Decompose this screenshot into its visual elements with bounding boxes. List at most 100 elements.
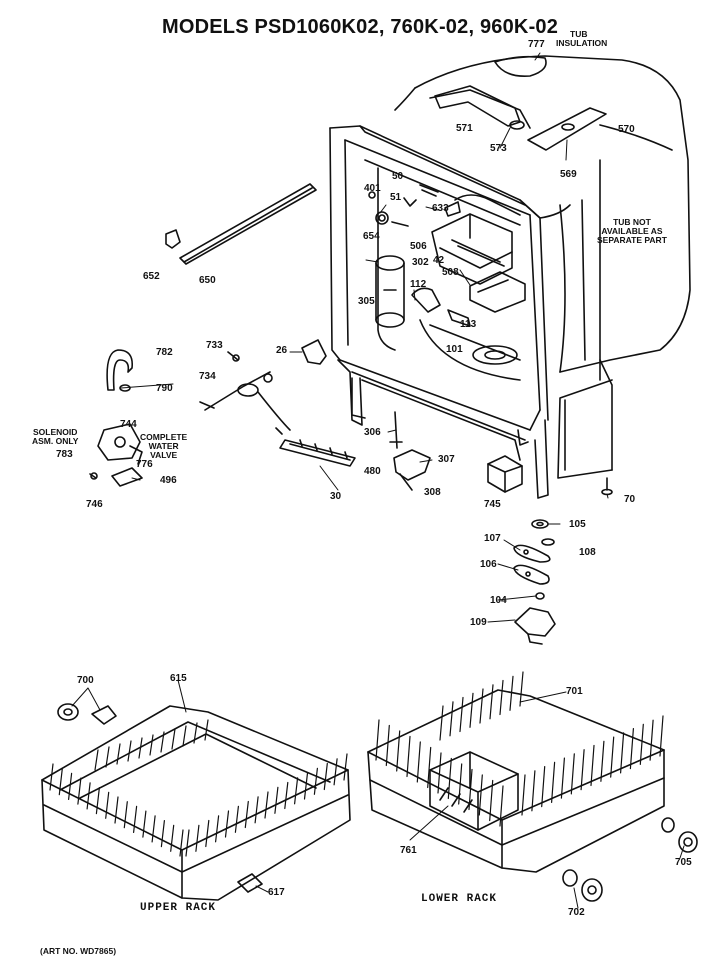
- rack-tine: [478, 774, 483, 816]
- note-solenoid: SOLENOID ASM. ONLY: [32, 428, 78, 446]
- rack-tine: [659, 715, 664, 757]
- note-line: TUB NOT: [613, 217, 651, 227]
- part-label-571: 571: [456, 123, 473, 134]
- rack-tine: [170, 824, 175, 852]
- note-line: ASM. ONLY: [32, 436, 79, 446]
- rack-tine: [639, 723, 644, 765]
- page-title: MODELS PSD1060K02, 760K-02, 960K-02: [162, 16, 559, 38]
- rack-tine: [469, 692, 474, 728]
- part-label-101: 101: [446, 344, 463, 355]
- rack-tine: [138, 737, 143, 759]
- part-label-761: 761: [400, 845, 417, 856]
- part-label-650: 650: [199, 275, 216, 286]
- part-label-108-upper: 108: [579, 547, 596, 558]
- rack-tine: [499, 679, 504, 716]
- rack-tine: [570, 753, 575, 795]
- rack-tine: [160, 820, 165, 848]
- leader-lines: [71, 52, 685, 909]
- rack-tine: [182, 725, 187, 747]
- rack-tine: [313, 767, 318, 795]
- rack-tine: [254, 796, 259, 824]
- rack-tine: [68, 772, 73, 800]
- rack-tine: [215, 815, 220, 843]
- rack-tine: [333, 758, 338, 786]
- part-label-790: 790: [156, 383, 173, 394]
- rack-tine: [580, 749, 585, 791]
- part-label-744: 744: [120, 419, 137, 430]
- tub-assembly: [329, 55, 691, 499]
- part-label-615: 615: [170, 673, 187, 684]
- rack-tine: [590, 744, 595, 787]
- rack-tine: [519, 671, 524, 707]
- rack-tine: [205, 819, 210, 848]
- rack-tine: [396, 730, 401, 772]
- rack-tine: [468, 768, 473, 811]
- note-line: COMPLETE: [140, 432, 188, 442]
- rack-tine: [560, 757, 565, 799]
- caption-upper-rack: UPPER RACK: [140, 902, 217, 914]
- rack-tine: [620, 732, 625, 774]
- rack-tine: [303, 772, 309, 800]
- rack-tine: [149, 734, 154, 756]
- rack-tine: [234, 805, 239, 833]
- rack-tine: [437, 752, 442, 794]
- part-label-306: 306: [364, 427, 381, 438]
- rack-tine: [284, 781, 289, 810]
- part-label-705: 705: [675, 857, 692, 868]
- note-line: SEPARATE PART: [597, 235, 667, 245]
- part-label-569: 569: [560, 169, 577, 180]
- rack-tine: [116, 743, 121, 765]
- note-line: SOLENOID: [33, 427, 78, 437]
- rack-tine: [629, 728, 634, 770]
- rack-tine: [274, 786, 279, 814]
- note-complete-water-valve: COMPLETE WATER VALVE: [140, 433, 187, 460]
- rack-tine: [133, 805, 138, 833]
- note-line: VALVE: [150, 450, 178, 460]
- part-label-480: 480: [364, 466, 381, 477]
- part-label-782: 782: [156, 347, 173, 358]
- rack-tine: [489, 779, 494, 822]
- part-label-51: 51: [390, 192, 402, 203]
- part-label-305: 305: [358, 296, 375, 307]
- rack-tine: [427, 746, 432, 789]
- part-label-107: 107: [484, 533, 501, 544]
- rack-tine: [244, 800, 249, 829]
- rack-tine: [151, 815, 156, 843]
- parts-under-tub: [389, 411, 613, 645]
- part-label-633: 633: [432, 203, 449, 214]
- rack-tine: [416, 741, 421, 783]
- rack-tine: [86, 782, 91, 810]
- part-label-112: 112: [410, 279, 427, 290]
- part-label-496: 496: [160, 475, 177, 486]
- part-label-308: 308: [424, 487, 441, 498]
- rack-tine: [385, 724, 390, 767]
- rack-tine: [123, 801, 128, 829]
- part-label-42: 42: [433, 255, 445, 266]
- part-label-701: 701: [566, 686, 583, 697]
- part-label-30: 30: [330, 491, 342, 502]
- rack-tine: [459, 696, 464, 733]
- part-label-26: 26: [276, 345, 288, 356]
- note-line: INSULATION: [556, 38, 608, 48]
- rack-tine: [179, 829, 184, 857]
- note-tub-not-available: TUB NOT AVAILABLE AS SEPARATE PART: [597, 218, 667, 245]
- lower-rack-tines: [375, 671, 664, 827]
- rack-tine: [531, 770, 536, 812]
- rack-tine: [94, 749, 99, 771]
- rack-tine: [264, 791, 269, 819]
- rack-tine: [375, 719, 380, 761]
- part-label-302: 302: [412, 257, 429, 268]
- rack-tine: [160, 731, 165, 753]
- part-label-573: 573: [490, 143, 507, 154]
- rack-tine: [185, 829, 190, 857]
- rack-tine: [447, 757, 452, 800]
- part-label-104: 104: [490, 595, 507, 606]
- loose-parts-left: [89, 183, 356, 487]
- part-label-702: 702: [568, 907, 585, 918]
- part-label-783: 783: [56, 449, 73, 460]
- rack-tine: [521, 774, 526, 816]
- part-label-106: 106: [480, 559, 497, 570]
- rack-tine: [127, 740, 132, 762]
- rack-tine: [489, 684, 494, 720]
